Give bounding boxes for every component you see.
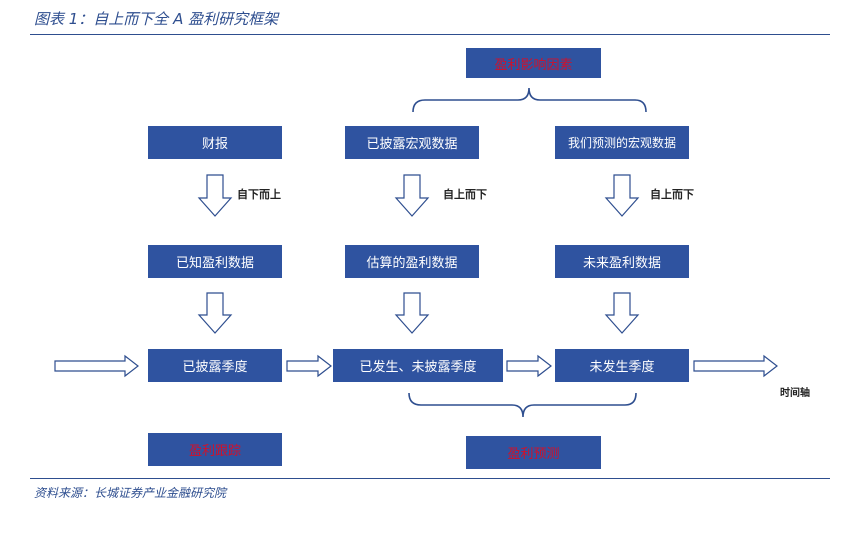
label-top-down-2: 自上而下 — [650, 188, 694, 201]
box-known-earnings-data: 已知盈利数据 — [148, 245, 282, 278]
bottom-rule — [30, 478, 830, 479]
top-brace — [412, 87, 647, 113]
timeline-arrow-1 — [54, 354, 139, 378]
down-arrow-6 — [604, 292, 640, 334]
timeline-label: 时间轴 — [780, 388, 810, 399]
down-arrow-4 — [197, 292, 233, 334]
down-arrow-5 — [394, 292, 430, 334]
box-earnings-forecast: 盈利预测 — [466, 436, 601, 469]
timeline-arrow-2 — [286, 354, 332, 378]
box-disclosed-quarter: 已披露季度 — [148, 349, 282, 382]
label-top-down-1: 自上而下 — [443, 188, 487, 201]
box-forecast-macro-data: 我们预测的宏观数据 — [555, 126, 689, 159]
box-future-earnings-data: 未来盈利数据 — [555, 245, 689, 278]
box-occurred-undisclosed-quarter: 已发生、未披露季度 — [333, 349, 503, 382]
down-arrow-1 — [197, 174, 233, 217]
timeline-arrow-4 — [693, 354, 778, 378]
timeline-arrow-3 — [506, 354, 552, 378]
source-note: 资料来源：长城证券产业金融研究院 — [34, 486, 227, 500]
figure-title: 图表 1：自上而下全 A 盈利研究框架 — [34, 10, 279, 28]
top-rule — [30, 34, 830, 35]
box-financial-reports: 财报 — [148, 126, 282, 159]
down-arrow-2 — [394, 174, 430, 217]
box-future-quarter: 未发生季度 — [555, 349, 689, 382]
top-factor-box: 盈利影响因素 — [466, 48, 601, 78]
bottom-brace — [408, 392, 637, 418]
box-estimated-earnings-data: 估算的盈利数据 — [345, 245, 479, 278]
label-bottom-up: 自下而上 — [237, 188, 281, 201]
box-disclosed-macro-data: 已披露宏观数据 — [345, 126, 479, 159]
down-arrow-3 — [604, 174, 640, 217]
box-earnings-tracking: 盈利跟踪 — [148, 433, 282, 466]
